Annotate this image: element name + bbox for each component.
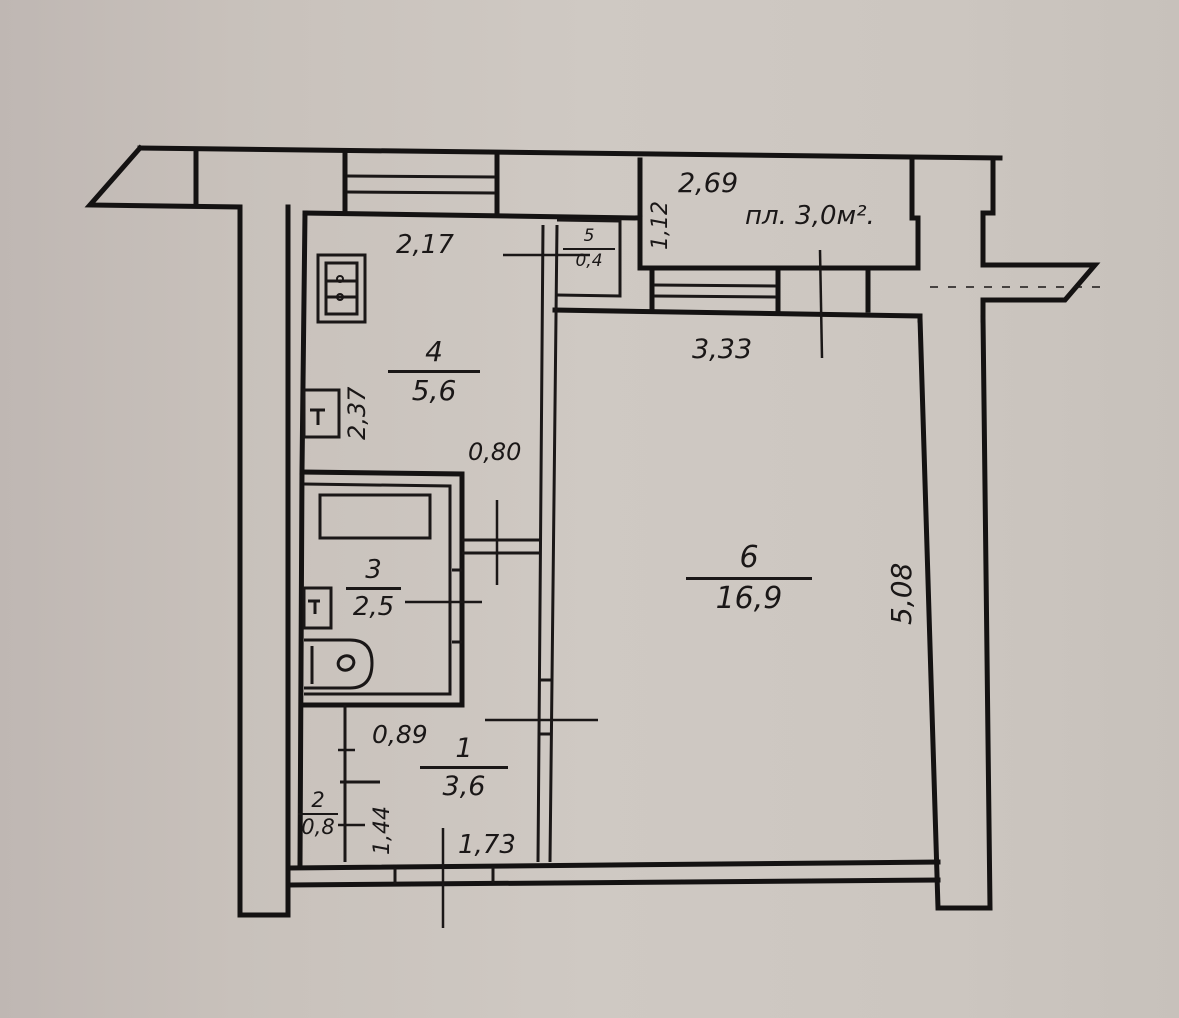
- door-width-dimension: 0,80: [468, 438, 522, 466]
- room-3-area: 2,5: [352, 592, 395, 622]
- room-4-label: 4 5,6: [388, 338, 480, 405]
- left-inner-wall: [297, 210, 308, 868]
- kitchen-top-wall: [302, 210, 643, 221]
- left-bay-outline: [84, 144, 291, 918]
- dimension-lines: [338, 249, 824, 928]
- stove-icon: [316, 253, 367, 324]
- kitchen-window: [342, 152, 500, 217]
- hall-depth-dimension: 0,89: [372, 720, 428, 749]
- room6-top-wall: [552, 307, 923, 323]
- hall-width-dimension: 1,73: [458, 830, 516, 860]
- bathtub-icon: [318, 493, 432, 540]
- room-5-area: 0,4: [575, 251, 603, 271]
- partition-wall: [536, 224, 559, 863]
- room-5-number: 5: [583, 226, 595, 246]
- room-1-label: 1 3,6: [420, 735, 508, 800]
- bottom-wall: [287, 859, 941, 871]
- bathroom: [299, 469, 540, 708]
- room-3-number: 3: [365, 555, 382, 585]
- room-1-number: 1: [455, 733, 473, 764]
- room-2-number: 2: [311, 788, 325, 812]
- room-6-label: 6 16,9: [686, 543, 812, 614]
- room6-depth-dimension: 5,08: [885, 562, 918, 625]
- room-4-number: 4: [425, 335, 443, 368]
- room-3-label: 3 2,5: [346, 557, 401, 620]
- room6-width-dimension: 3,33: [692, 334, 753, 365]
- bottom-wall-outer: [287, 877, 941, 888]
- room-5-label: 5 0,4: [563, 228, 615, 270]
- room-6-number: 6: [739, 540, 759, 575]
- room-1-area: 3,6: [442, 771, 486, 802]
- kitchen-depth-dimension: 2,37: [343, 386, 371, 440]
- balcony-width-dimension: 2,69: [678, 168, 739, 199]
- top-exterior-wall: [137, 145, 1003, 161]
- kitchen-width-dimension: 2,17: [396, 230, 454, 260]
- balcony: [637, 155, 1105, 323]
- room-2-label: 2 0,8: [298, 790, 338, 838]
- hall-length-dimension: 1,44: [370, 806, 395, 855]
- room-2-area: 0,8: [301, 815, 335, 839]
- balcony-depth-dimension: 1,12: [648, 201, 673, 250]
- sink-icon: [302, 388, 341, 439]
- balcony-door: [649, 269, 871, 313]
- room-4-area: 5,6: [411, 374, 457, 407]
- right-exterior-wall: [917, 315, 993, 911]
- room-6-area: 16,9: [715, 581, 783, 616]
- balcony-area-label: пл. 3,0м².: [745, 201, 875, 231]
- toilet-icon: [304, 638, 374, 690]
- closet-room-5: [556, 218, 622, 298]
- washbasin-icon: [302, 586, 333, 630]
